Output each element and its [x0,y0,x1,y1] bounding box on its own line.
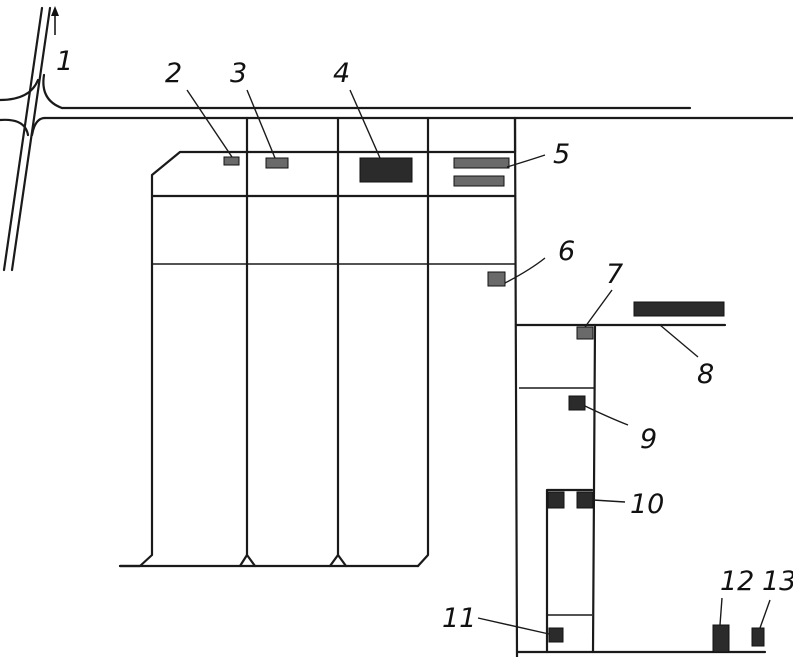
structures [223,156,765,653]
structure-4 [359,157,413,183]
structure-5a [453,157,510,169]
access-road [0,73,793,137]
label-2: 2 [165,58,182,89]
structure-10a [547,491,565,509]
leader-lines [186,89,771,635]
main-highway [2,6,59,272]
label-13: 13 [762,566,793,597]
structure-3 [265,157,289,169]
structure-12 [712,624,730,653]
compound-boundaries [118,116,519,657]
structure-11 [548,627,564,643]
label-9: 9 [640,424,657,455]
structure-7 [576,326,594,340]
north-arrow-icon [51,6,59,16]
label-8: 8 [697,359,714,390]
label-12: 12 [720,566,754,597]
structure-13 [751,627,765,647]
label-11: 11 [442,603,476,634]
label-5: 5 [553,139,570,170]
label-1: 1 [56,46,73,77]
label-3: 3 [230,58,247,89]
structure-10b [576,491,594,509]
structure-6 [487,271,506,287]
structure-8 [633,301,725,317]
structure-2 [223,156,240,166]
labels: 1 2 3 4 5 6 7 8 9 10 11 12 13 [56,46,793,634]
label-4: 4 [333,58,350,89]
structure-9 [568,395,586,411]
label-7: 7 [606,259,623,290]
structure-5b [453,175,505,187]
label-6: 6 [558,236,575,267]
label-10: 10 [630,489,664,520]
